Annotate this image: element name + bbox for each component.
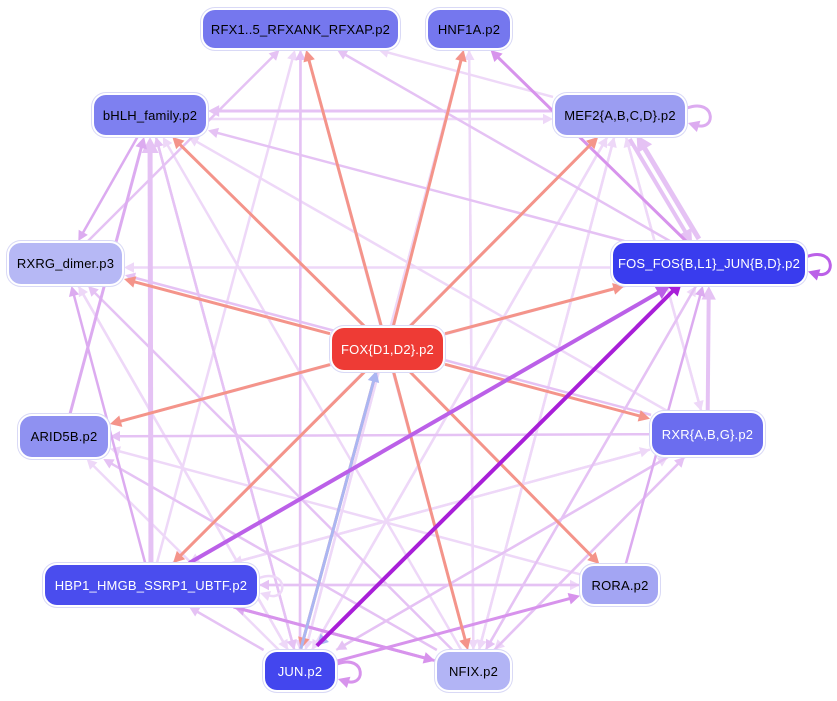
- node-jun[interactable]: JUN.p2: [265, 652, 335, 690]
- edge-fox-rxrg: [124, 276, 331, 336]
- edge-rxr-jun: [336, 455, 669, 650]
- edge-fos-mef2: [636, 134, 702, 241]
- edge-jun-hbp1: [189, 607, 265, 652]
- node-arid5b[interactable]: ARID5B.p2: [20, 416, 108, 457]
- edge-rora-hbp1: [259, 579, 580, 591]
- self-loop-hbp1: [258, 574, 284, 601]
- edge-hbp1-fos: [188, 286, 670, 565]
- node-fos[interactable]: FOS_FOS{B,L1}_JUN{B,D}.p2: [613, 243, 805, 284]
- edge-rxr-fos: [701, 286, 716, 412]
- edge-fox-rfx: [303, 50, 383, 327]
- edge-fos-nfix: [485, 285, 698, 650]
- edge-jun-arid5b: [86, 459, 280, 651]
- edge-nfix-rxr: [493, 457, 685, 651]
- edge-bhlh-mef2: [208, 113, 553, 125]
- self-loop-jun: [336, 660, 362, 688]
- node-rxr[interactable]: RXR{A,B,G}.p2: [652, 413, 763, 455]
- edge-fox-hnf1a: [391, 50, 467, 327]
- edge-fos-hnf1a: [490, 50, 688, 243]
- self-loop-mef2: [686, 104, 712, 132]
- edge-bhlh-rxrg: [78, 136, 139, 241]
- edge-fox-fos: [444, 283, 625, 336]
- edge-mef2-nfix: [476, 136, 616, 650]
- edge-nfix-rxrg: [88, 286, 454, 651]
- edge-hbp1-rxrg: [68, 286, 147, 564]
- node-rfx[interactable]: RFX1..5_RFXANK_RFXAP.p2: [203, 10, 398, 48]
- edge-jun-fox: [299, 370, 380, 650]
- node-rxrg[interactable]: RXRG_dimer.p3: [9, 243, 122, 284]
- edge-hbp1-bhlh: [141, 137, 159, 564]
- edge-mef2-bhlh: [208, 105, 553, 117]
- node-bhlh[interactable]: bHLH_family.p2: [94, 95, 206, 135]
- edge-fox-nfix: [392, 371, 471, 650]
- edge-fox-hbp1: [173, 370, 366, 563]
- edge-rxrg-rfx: [87, 50, 280, 242]
- edge-fos-bhlh: [208, 127, 625, 243]
- edge-hbp1-rfx: [155, 50, 298, 564]
- edge-nfix-bhlh: [162, 137, 463, 651]
- edge-rxr-arid5b: [110, 431, 651, 442]
- node-hbp1[interactable]: HBP1_HMGB_SSRP1_UBTF.p2: [45, 565, 257, 605]
- node-nfix[interactable]: NFIX.p2: [437, 652, 510, 690]
- self-loop-fos: [806, 253, 832, 281]
- edge-hnf1a-nfix: [467, 49, 479, 650]
- node-rora[interactable]: RORA.p2: [582, 566, 658, 604]
- edge-jun-rfx: [295, 50, 306, 651]
- edge-fox-bhlh: [172, 137, 366, 328]
- edge-fos-rfx: [337, 50, 671, 243]
- edge-fox-mef2: [409, 137, 599, 328]
- edge-mef2-jun: [312, 136, 609, 650]
- edge-bhlh-jun: [154, 136, 297, 650]
- edge-fox-arid5b: [110, 363, 331, 427]
- edge-nfix-arid5b: [103, 459, 438, 652]
- node-mef2[interactable]: MEF2{A,B,C,D}.p2: [555, 95, 685, 135]
- edge-fox-rxr: [444, 362, 650, 422]
- node-fox[interactable]: FOX{D1,D2}.p2: [332, 328, 443, 370]
- edge-jun-rora: [336, 592, 580, 663]
- edge-mef2-fos: [628, 138, 693, 244]
- node-hnf1a[interactable]: HNF1A.p2: [428, 10, 510, 48]
- edge-jun-fos: [315, 281, 683, 648]
